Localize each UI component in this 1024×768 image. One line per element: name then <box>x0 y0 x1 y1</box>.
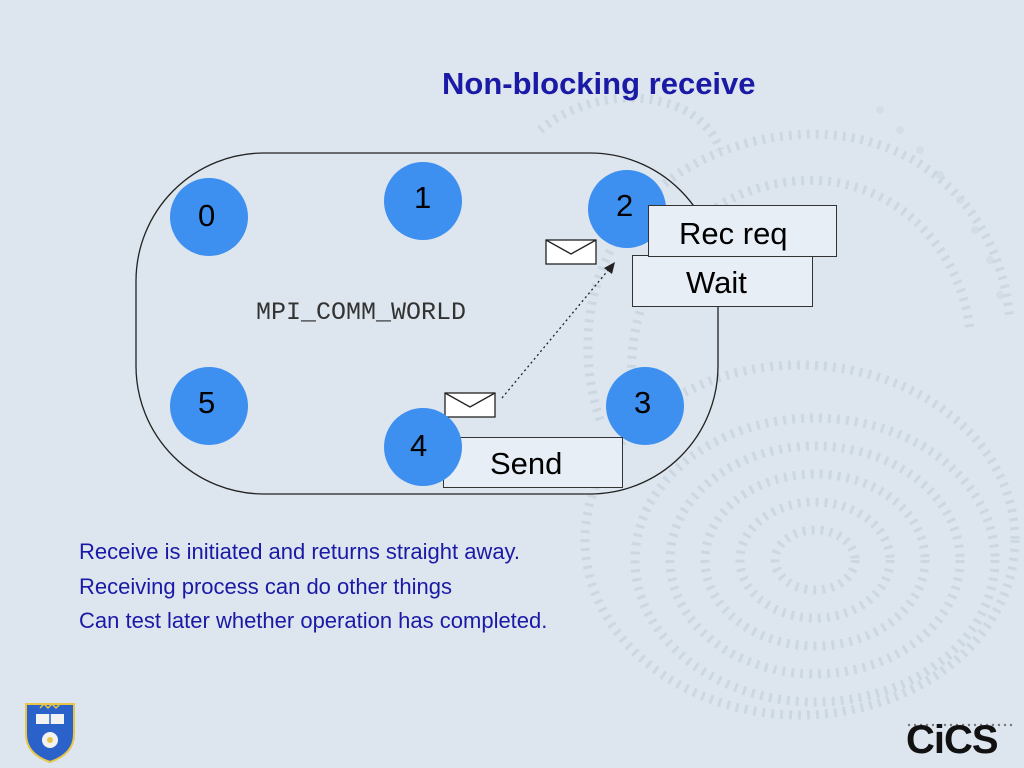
bullet-item: Can test later whether operation has com… <box>79 608 548 633</box>
rec-req-label: Rec req <box>679 216 788 251</box>
cics-logo: CiCS <box>906 718 999 762</box>
message-arrow-head <box>604 262 615 274</box>
process-node-4: 4 <box>384 408 462 486</box>
slide-title: Non-blocking receive <box>442 66 756 101</box>
process-rank-label: 1 <box>414 180 432 215</box>
communicator-boundary <box>135 152 719 495</box>
wait-label: Wait <box>686 265 747 300</box>
process-rank-label: 5 <box>198 385 216 420</box>
cics-logo-dots <box>907 723 1013 727</box>
bullet-list: Receive is initiated and returns straigh… <box>79 535 547 639</box>
process-rank-label: 4 <box>410 428 428 463</box>
bullet-item: Receiving process can do other things <box>79 573 452 599</box>
wait-box: Wait <box>632 255 813 307</box>
process-node-5: 5 <box>170 367 248 445</box>
process-node-0: 0 <box>170 178 248 256</box>
process-node-3: 3 <box>606 367 684 445</box>
envelope-icon <box>545 239 597 265</box>
rec-req-box: Rec req <box>648 205 837 257</box>
bullet-item: Receive is initiated and returns straigh… <box>79 539 521 564</box>
university-shield-logo <box>25 702 75 764</box>
message-arrow-line <box>501 267 611 399</box>
process-rank-label: 3 <box>634 385 652 420</box>
send-box: Send <box>443 437 623 488</box>
send-label: Send <box>490 446 563 481</box>
process-node-1: 1 <box>384 162 462 240</box>
envelope-icon <box>444 392 496 418</box>
communicator-label: MPI_COMM_WORLD <box>256 298 467 327</box>
process-rank-label: 0 <box>198 198 216 233</box>
process-rank-label: 2 <box>616 188 634 223</box>
